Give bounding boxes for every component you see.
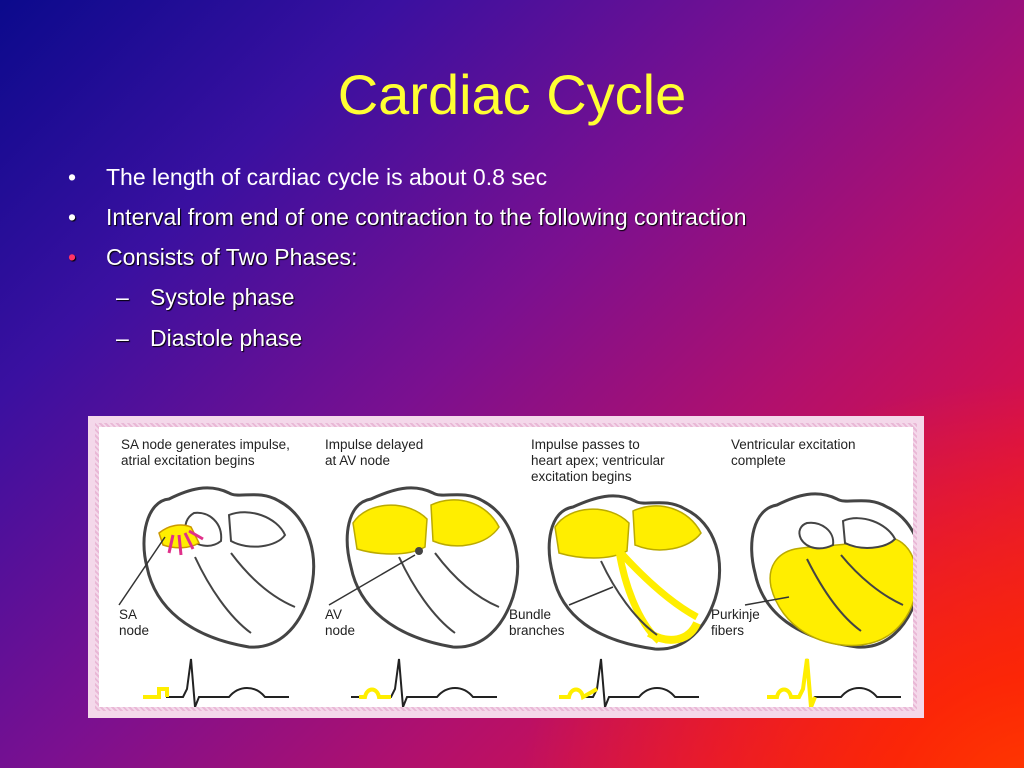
bullet-marker: •: [68, 204, 77, 230]
panel-caption: Impulse delayed: [325, 437, 423, 452]
sub-bullet-item: – Diastole phase: [68, 321, 788, 355]
bullet-text: Consists of Two Phases:: [106, 244, 358, 270]
panel-sa-node: SA node generates impulse, atrial excita…: [118, 437, 316, 707]
heart-icon: [744, 492, 913, 649]
panel-caption: Ventricular excitation: [731, 437, 856, 452]
panel-caption: SA node generates impulse,: [121, 437, 290, 452]
bullet-item: • The length of cardiac cycle is about 0…: [68, 160, 788, 194]
bullet-list: • The length of cardiac cycle is about 0…: [68, 160, 788, 355]
bullet-marker: •: [68, 244, 77, 270]
bullet-marker: •: [68, 164, 77, 190]
structure-label: node: [119, 623, 149, 638]
dash-marker: –: [116, 325, 129, 351]
structure-label: AV: [325, 607, 342, 622]
dash-marker: –: [116, 284, 129, 310]
panel-av-node: Impulse delayed at AV node AV node: [325, 437, 520, 707]
panel-bundle-branches: Impulse passes to heart apex; ventricula…: [509, 437, 722, 707]
bullet-item: • Interval from end of one contraction t…: [68, 200, 788, 234]
panel-caption: heart apex; ventricular: [531, 453, 665, 468]
heart-icon: [328, 486, 520, 649]
panel-purkinje-fibers: Ventricular excitation complete Purkinje…: [711, 437, 913, 707]
bullet-item: • Consists of Two Phases:: [68, 240, 788, 274]
sub-bullet-item: – Systole phase: [68, 280, 788, 314]
panel-caption: excitation begins: [531, 469, 632, 484]
panel-caption: complete: [731, 453, 786, 468]
sub-bullet-text: Diastole phase: [150, 325, 303, 351]
conduction-diagram: SA node generates impulse, atrial excita…: [118, 437, 913, 707]
structure-label: fibers: [711, 623, 744, 638]
structure-label: branches: [509, 623, 565, 638]
heart-icon: [118, 486, 316, 649]
panel-caption: atrial excitation begins: [121, 453, 255, 468]
structure-label: SA: [119, 607, 137, 622]
panel-caption: Impulse passes to: [531, 437, 640, 452]
heart-icon: [547, 494, 722, 651]
structure-label: node: [325, 623, 355, 638]
panel-caption: at AV node: [325, 453, 390, 468]
structure-label: Purkinje: [711, 607, 760, 622]
slide-title: Cardiac Cycle: [337, 63, 687, 126]
bullet-text: The length of cardiac cycle is about 0.8…: [106, 164, 548, 190]
structure-label: Bundle: [509, 607, 551, 622]
sub-bullet-text: Systole phase: [150, 284, 295, 310]
cardiac-conduction-figure: SA node generates impulse, atrial excita…: [88, 416, 924, 718]
figure-canvas: SA node generates impulse, atrial excita…: [99, 427, 913, 707]
bullet-text: Interval from end of one contraction to …: [106, 204, 747, 230]
